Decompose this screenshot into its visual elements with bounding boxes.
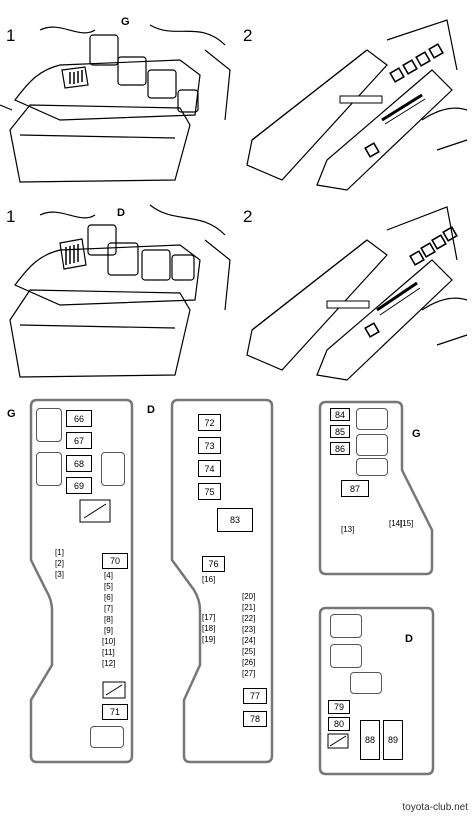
site-credit: toyota-club.net	[402, 802, 468, 813]
relay: 73	[198, 437, 221, 454]
relay: 80	[328, 717, 350, 731]
fuse: 20	[242, 592, 255, 602]
step-number: 1	[6, 26, 16, 45]
fuse-box-open-illustration	[246, 19, 468, 191]
relay: 67	[66, 432, 92, 449]
engine-bay-illustration	[0, 24, 231, 183]
fuse: 8	[104, 615, 113, 625]
middle-box-outline	[170, 398, 274, 764]
fuse: 11	[102, 648, 115, 658]
relay: 68	[66, 455, 92, 472]
fuse: 15	[400, 519, 413, 529]
right-bottom-box-outline	[318, 606, 435, 776]
relay: 85	[330, 425, 350, 438]
relay: 88	[360, 720, 380, 760]
diode-symbol	[102, 681, 126, 699]
illustration-step1-d: 1 D	[0, 195, 234, 385]
fuse: 3	[55, 570, 64, 580]
relay: 84	[330, 408, 350, 421]
box-label: G	[7, 408, 16, 420]
illustration-step1-g: 1 G	[0, 10, 234, 190]
illustration-step2-d: 2	[237, 195, 474, 385]
step-number: 2	[243, 26, 253, 45]
fuse: 26	[242, 658, 255, 668]
fuse: 12	[102, 659, 115, 669]
diode-symbol	[79, 499, 111, 523]
relay: 89	[383, 720, 403, 760]
fuse: 25	[242, 647, 255, 657]
fuse: 18	[202, 624, 215, 634]
blank-slot	[350, 672, 382, 694]
relay: 77	[243, 688, 267, 704]
variant-label: G	[121, 16, 130, 28]
relay: 74	[198, 460, 221, 477]
blank-slot	[90, 726, 124, 748]
fuse: 1	[55, 548, 64, 558]
fuse: 21	[242, 603, 255, 613]
relay: 69	[66, 477, 92, 494]
fuse: 5	[104, 582, 113, 592]
right-top-box-outline	[318, 400, 434, 576]
variant-label: D	[117, 207, 125, 219]
blank-slot	[330, 644, 362, 668]
blank-slot	[356, 458, 388, 476]
fuse: 9	[104, 626, 113, 636]
relay: 66	[66, 410, 92, 427]
footer-bar: toyota-club.net	[0, 798, 474, 816]
blank-slot	[36, 452, 62, 486]
relay: 79	[328, 700, 350, 714]
fuse: 14	[389, 519, 402, 529]
relay: 78	[243, 711, 267, 727]
fuse: 13	[341, 525, 354, 535]
fuse: 27	[242, 669, 255, 679]
engine-bay-illustration	[9, 204, 231, 378]
illustration-step2-g: 2	[237, 10, 474, 191]
box-label: G	[412, 428, 421, 440]
fuse: 23	[242, 625, 255, 635]
fuse: 22	[242, 614, 255, 624]
step-number: 1	[6, 207, 16, 226]
relay: 71	[102, 704, 128, 720]
fuse: 6	[104, 593, 113, 603]
fuse: 16	[202, 575, 215, 585]
blank-slot	[356, 408, 388, 430]
diode-symbol	[327, 733, 349, 749]
relay: 76	[202, 556, 225, 572]
blank-slot	[330, 614, 362, 638]
relay: 87	[341, 480, 369, 497]
left-box-outline	[29, 398, 134, 764]
relay: 70	[102, 553, 128, 569]
fuse: 2	[55, 559, 64, 569]
relay: 75	[198, 483, 221, 500]
box-label: D	[147, 404, 155, 416]
box-label: D	[405, 633, 413, 645]
blank-slot	[101, 452, 125, 486]
fuse: 7	[104, 604, 113, 614]
fuse: 17	[202, 613, 215, 623]
step-number: 2	[243, 207, 253, 226]
relay: 83	[217, 508, 253, 532]
relay: 86	[330, 442, 350, 455]
fuse: 10	[102, 637, 115, 647]
fuse-box-open-illustration	[246, 206, 468, 381]
blank-slot	[36, 408, 62, 442]
fuse: 24	[242, 636, 255, 646]
relay: 72	[198, 414, 221, 431]
fuse: 19	[202, 635, 215, 645]
blank-slot	[356, 434, 388, 456]
fuse: 4	[104, 571, 113, 581]
